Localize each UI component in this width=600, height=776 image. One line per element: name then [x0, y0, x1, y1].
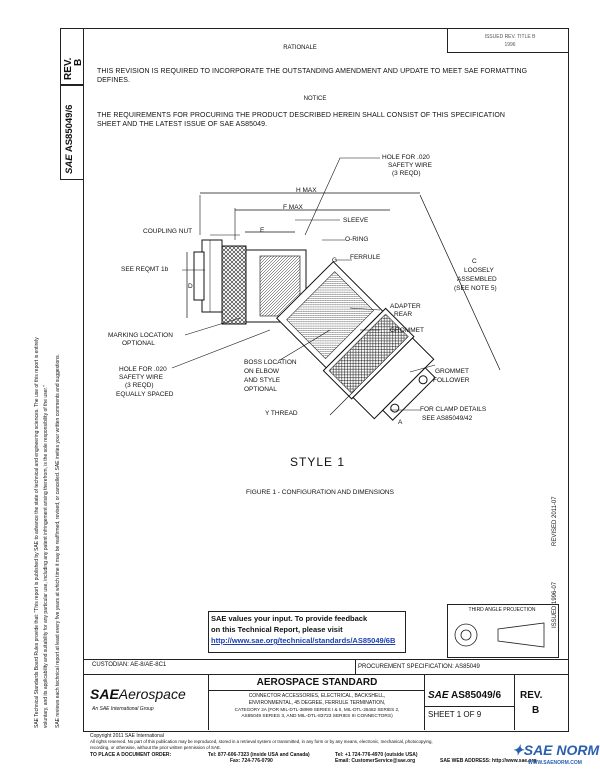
label-optional: OPTIONAL	[122, 340, 155, 347]
order-label: TO PLACE A DOCUMENT ORDER:	[90, 752, 172, 758]
label-see-reqmt: SEE REQMT 1b	[121, 266, 169, 273]
label-loosely: LOOSELY	[464, 267, 494, 274]
custodian: CUSTODIAN: AE-8/AE-8C1	[92, 662, 167, 668]
coupling-face	[193, 251, 205, 301]
label-on-elbow: ON ELBOW	[244, 368, 280, 375]
left-doc-number: SAE AS85049/6	[64, 104, 75, 174]
left-rev-box	[60, 28, 84, 86]
feedback-link[interactable]: http://www.sae.org/technical/standards/A…	[211, 636, 396, 645]
label-optional2: OPTIONAL	[244, 386, 277, 393]
label-y-thread: Y THREAD	[265, 410, 298, 417]
rev-label: REV.	[520, 690, 543, 701]
feedback-line1: SAE values your input. To provide feedba…	[211, 614, 368, 623]
doc-number: SAE AS85049/6	[428, 690, 502, 701]
figure-caption: FIGURE 1 - CONFIGURATION AND DIMENSIONS	[246, 489, 394, 496]
label-hole-bottom: HOLE FOR .020	[119, 366, 167, 373]
desc-line2: ENVIRONMENTAL, 45 DEGREE, FERRULE TERMIN…	[248, 700, 386, 706]
label-ferrule: FERRULE	[350, 254, 381, 261]
legal-text-line3: SAE reviews each technical report at lea…	[55, 354, 61, 728]
tel1: Tel: 877-606-7323 (inside USA and Canada…	[208, 752, 310, 758]
label-o-ring: O-RING	[345, 236, 369, 243]
third-angle-label: THIRD ANGLE PROJECTION	[468, 607, 536, 613]
label-see-note: (SEE NOTE 5)	[454, 285, 497, 292]
rationale-text: THIS REVISION IS REQUIRED TO INCORPORATE…	[97, 68, 528, 84]
logo: SAEAerospace	[90, 686, 186, 704]
label-a: A	[398, 419, 403, 426]
notice-text: THE REQUIREMENTS FOR PROCURING THE PRODU…	[97, 112, 506, 128]
label-reqd-bottom: (3 REQD)	[125, 382, 154, 389]
label-rear: REAR	[394, 311, 413, 318]
label-and-style: AND STYLE	[244, 377, 281, 384]
connector-drawing	[171, 157, 501, 421]
logo-sub: An SAE International Group	[92, 706, 154, 712]
coupling-nut-shape	[201, 239, 223, 313]
label-sleeve: SLEEVE	[343, 217, 369, 224]
label-adapter: ADAPTER	[390, 303, 421, 310]
label-f-max: F MAX	[283, 204, 303, 211]
watermark: ✦SAE NORM	[512, 742, 600, 758]
label-marking-location: MARKING LOCATION	[108, 332, 173, 339]
label-h-max: H MAX	[296, 187, 317, 194]
label-assembled: ASSEMBLED	[457, 276, 497, 283]
issued-box	[447, 28, 568, 53]
label-for-clamp: FOR CLAMP DETAILS	[420, 406, 487, 413]
rationale-heading: RATIONALE	[283, 45, 317, 51]
watermark-icon: ✦	[512, 742, 524, 758]
label-reqd-top: (3 REQD)	[392, 170, 421, 177]
label-boss-location: BOSS LOCATION	[244, 359, 297, 366]
left-docnum-box	[60, 84, 84, 180]
issued-line2: 1996	[504, 42, 516, 48]
logo-sae: SAE	[90, 686, 119, 702]
label-hole-top: HOLE FOR .020	[382, 154, 430, 161]
rev-value: B	[532, 705, 540, 716]
label-grommet: GROMMET	[390, 327, 424, 334]
third-angle-box	[447, 604, 559, 658]
label-see-as: SEE AS85049/42	[422, 415, 473, 422]
label-grommet-follower-2: FOLLOWER	[433, 377, 470, 384]
label-e: E	[260, 227, 265, 234]
label-grommet-follower-1: GROMMET	[435, 368, 469, 375]
fax: Fax: 724-776-0790	[230, 758, 273, 764]
copyright: Copyright 2011 SAE International	[90, 733, 164, 739]
revised-text: REVISED 2011-07	[552, 496, 558, 546]
projection-symbol-icon	[454, 622, 545, 648]
feedback-line2: on this Technical Report, please visit	[211, 625, 343, 634]
style-title: STYLE 1	[290, 455, 346, 469]
label-g: G	[332, 257, 338, 264]
label-d: D	[188, 283, 193, 290]
left-rev-value: B	[73, 58, 84, 66]
tel2: Tel: +1 724-776-4970 (outside USA)	[335, 752, 418, 758]
desc-line3: CATEGORY 2A (FOR MIL-DTL-38999 SERIES I …	[234, 707, 400, 712]
legal-text-line1: SAE Technical Standards Board Rules prov…	[34, 337, 40, 728]
desc-line4: AS85049 SERIES 3, AND MIL-DTL-83723 SERI…	[241, 714, 393, 719]
sheet-number: SHEET 1 OF 9	[428, 710, 482, 719]
feedback-box	[208, 611, 406, 653]
legal-text-line2: voluntary, and its applicability and sui…	[43, 385, 49, 728]
label-equally-spaced: EQUALLY SPACED	[116, 391, 174, 398]
rights-line2: recording, or otherwise, without the pri…	[90, 745, 222, 750]
logo-aerospace: Aerospace	[118, 686, 186, 702]
web-address[interactable]: SAE WEB ADDRESS: http://www.sae.org	[440, 758, 537, 764]
email[interactable]: Email: CustomerService@sae.org	[335, 758, 416, 764]
rights-line1: All rights reserved. No part of this pub…	[90, 739, 433, 744]
label-safety-wire-top: SAFETY WIRE	[388, 162, 432, 169]
standard-title: AEROSPACE STANDARD	[256, 677, 378, 688]
watermark-sub: WWW.SAENORM.COM	[528, 760, 582, 766]
label-c: C	[472, 258, 477, 265]
label-coupling-nut: COUPLING NUT	[143, 228, 193, 235]
notice-heading: NOTICE	[303, 96, 327, 102]
label-safety-wire-bottom: SAFETY WIRE	[119, 374, 163, 381]
procurement-spec: PROCUREMENT SPECIFICATION: AS85049	[358, 664, 480, 670]
issued-line1: ISSUED REV. TITLE B	[484, 34, 536, 40]
sheet-frame	[83, 28, 569, 732]
desc-line1: CONNECTOR ACCESSORIES, ELECTRICAL, BACKS…	[248, 693, 386, 699]
coupling-nut-knurl	[221, 245, 247, 325]
